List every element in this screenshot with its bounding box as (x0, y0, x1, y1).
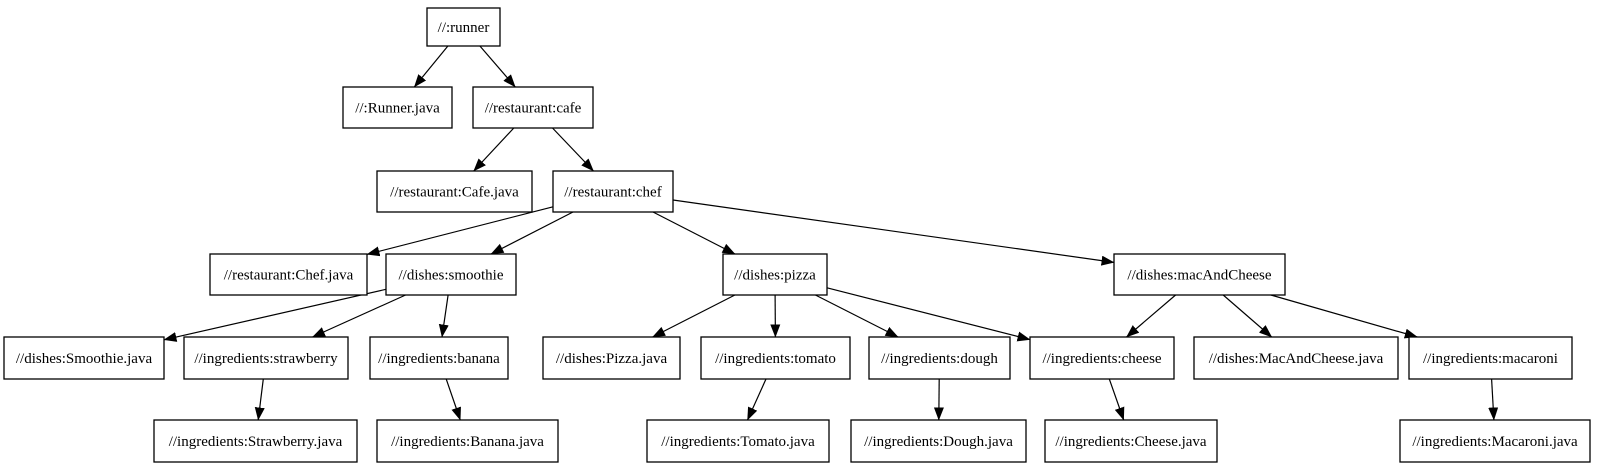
node-box-banana-java (376, 419, 559, 463)
node-dough-java: //ingredients:Dough.java (850, 419, 1027, 463)
node-banana-java: //ingredients:Banana.java (376, 419, 559, 463)
node-label-tomato-java: //ingredients:Tomato.java (661, 434, 815, 450)
node-macandcheese-java: //dishes:MacAndCheese.java (1193, 336, 1399, 380)
node-box-macaroni (1408, 336, 1573, 380)
node-box-strawberry (183, 336, 349, 380)
node-pizza: //dishes:pizza (722, 253, 828, 296)
node-smoothie: //dishes:smoothie (385, 253, 517, 296)
node-strawberry: //ingredients:strawberry (183, 336, 349, 380)
node-box-dough-java (850, 419, 1027, 463)
edge-chef-to-pizza (652, 211, 736, 255)
node-box-smoothie (385, 253, 517, 296)
node-label-banana-java: //ingredients:Banana.java (391, 434, 544, 450)
node-box-banana (369, 336, 509, 380)
edges-layer (163, 45, 1499, 421)
edge-strawberry-to-strawberry-java (254, 378, 265, 421)
edge-chef-to-macandcheese (672, 199, 1115, 266)
node-box-strawberry-java (153, 419, 358, 463)
node-macaroni: //ingredients:macaroni (1408, 336, 1573, 380)
node-box-smoothie-java (3, 336, 165, 380)
edge-cheese-to-cheese-java (1108, 378, 1125, 421)
node-box-pizza-java (542, 336, 681, 380)
node-macandcheese: //dishes:macAndCheese (1113, 253, 1286, 296)
node-box-tomato-java (646, 419, 830, 463)
node-label-strawberry: //ingredients:strawberry (194, 351, 338, 367)
edge-pizza-to-cheese (826, 287, 1031, 342)
edge-runner-to-runner-java (413, 45, 449, 88)
node-label-banana: //ingredients:banana (378, 351, 500, 367)
node-cheese: //ingredients:cheese (1029, 336, 1175, 380)
node-cheese-java: //ingredients:Cheese.java (1044, 419, 1218, 463)
node-box-chef-java (209, 253, 368, 296)
node-box-tomato (700, 336, 851, 380)
node-label-cheese: //ingredients:cheese (1042, 351, 1161, 367)
node-box-chef (552, 170, 674, 213)
node-tomato: //ingredients:tomato (700, 336, 851, 380)
node-label-macandcheese-java: //dishes:MacAndCheese.java (1209, 351, 1384, 367)
node-label-dough-java: //ingredients:Dough.java (864, 434, 1013, 450)
node-label-runner: //:runner (438, 20, 490, 36)
node-label-pizza: //dishes:pizza (734, 268, 816, 284)
node-box-runner-java (342, 86, 453, 129)
node-box-cafe (472, 86, 594, 129)
node-dough: //ingredients:dough (868, 336, 1011, 380)
node-chef: //restaurant:chef (552, 170, 674, 213)
node-label-macandcheese: //dishes:macAndCheese (1127, 268, 1271, 284)
node-cafe: //restaurant:cafe (472, 86, 594, 129)
node-banana: //ingredients:banana (369, 336, 509, 380)
node-box-macaroni-java (1399, 419, 1591, 463)
edge-chef-to-smoothie (490, 211, 574, 255)
edge-smoothie-to-strawberry (312, 294, 406, 338)
node-label-pizza-java: //dishes:Pizza.java (556, 351, 668, 367)
edge-cafe-to-chef (552, 127, 594, 172)
node-label-runner-java: //:Runner.java (355, 101, 440, 117)
nodes-layer: //:runner //:Runner.java //restaurant:cafe… (3, 7, 1591, 463)
node-runner-java: //:Runner.java (342, 86, 453, 129)
node-smoothie-java: //dishes:Smoothie.java (3, 336, 165, 380)
edge-macandcheese-to-cheese (1126, 294, 1176, 338)
edge-tomato-to-tomato-java (746, 378, 767, 421)
node-cafe-java: //restaurant:Cafe.java (376, 170, 533, 213)
node-label-smoothie-java: //dishes:Smoothie.java (16, 351, 153, 367)
node-label-cafe-java: //restaurant:Cafe.java (390, 185, 519, 201)
node-label-cheese-java: //ingredients:Cheese.java (1055, 434, 1207, 450)
edge-pizza-to-pizza-java (652, 294, 736, 338)
node-label-macaroni-java: //ingredients:Macaroni.java (1412, 434, 1578, 450)
node-box-cheese-java (1044, 419, 1218, 463)
edge-smoothie-to-smoothie-java (163, 288, 387, 342)
edge-cafe-to-cafe-java (473, 127, 515, 172)
node-box-runner (426, 7, 501, 47)
node-label-strawberry-java: //ingredients:Strawberry.java (169, 434, 343, 450)
edge-banana-to-banana-java (445, 378, 461, 421)
node-box-macandcheese (1113, 253, 1286, 296)
node-label-cafe: //restaurant:cafe (485, 101, 582, 117)
node-chef-java: //restaurant:Chef.java (209, 253, 368, 296)
node-macaroni-java: //ingredients:Macaroni.java (1399, 419, 1591, 463)
node-label-chef-java: //restaurant:Chef.java (224, 268, 354, 284)
node-strawberry-java: //ingredients:Strawberry.java (153, 419, 358, 463)
node-box-pizza (722, 253, 828, 296)
node-tomato-java: //ingredients:Tomato.java (646, 419, 830, 463)
node-runner: //:runner (426, 7, 501, 47)
node-label-chef: //restaurant:chef (564, 185, 661, 201)
edge-macandcheese-to-macaroni (1270, 294, 1418, 339)
node-box-dough (868, 336, 1011, 380)
edge-chef-to-chef-java (366, 206, 554, 257)
node-box-cafe-java (376, 170, 533, 213)
edge-macaroni-to-macaroni-java (1488, 378, 1499, 421)
edge-runner-to-cafe (479, 45, 516, 88)
edge-smoothie-to-banana (438, 294, 449, 338)
node-box-macandcheese-java (1193, 336, 1399, 380)
node-label-smoothie: //dishes:smoothie (399, 268, 504, 284)
node-label-dough: //ingredients:dough (881, 351, 998, 367)
node-pizza-java: //dishes:Pizza.java (542, 336, 681, 380)
edge-macandcheese-to-macandcheese-java (1222, 294, 1273, 338)
node-label-macaroni: //ingredients:macaroni (1423, 351, 1558, 367)
edge-pizza-to-dough (815, 294, 899, 338)
node-box-cheese (1029, 336, 1175, 380)
node-label-tomato: //ingredients:tomato (715, 351, 836, 367)
